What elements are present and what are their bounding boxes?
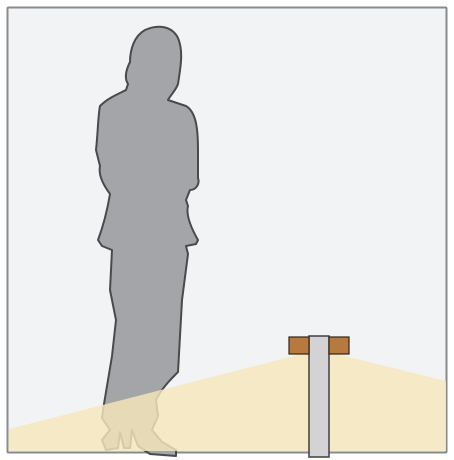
bollard-pole [309,336,329,457]
fixture-head-right [329,337,349,354]
fixture-head-left [289,337,309,354]
